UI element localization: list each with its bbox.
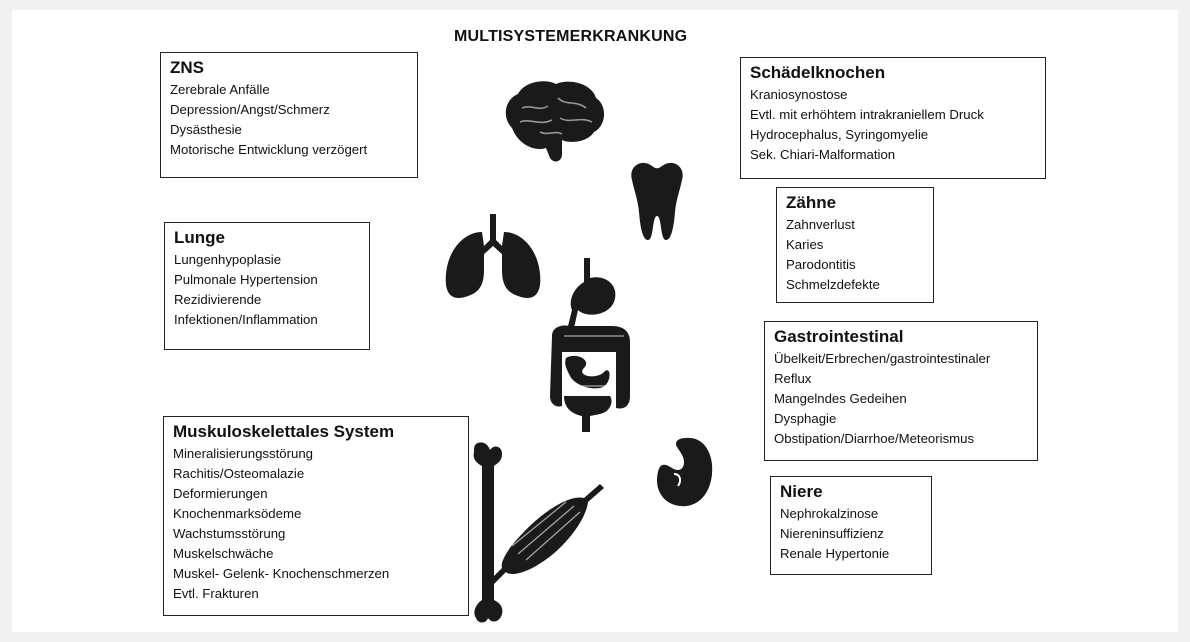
box-zaehne: Zähne Zahnverlust Karies Parodontitis Sc… — [776, 187, 934, 303]
list-item: Karies — [786, 237, 824, 252]
list-item: Deformierungen — [173, 486, 268, 501]
list-item: Nephrokalzinose — [780, 506, 879, 521]
tooth-icon — [628, 160, 686, 242]
box-niere: Niere Nephrokalzinose Niereninsuffizienz… — [770, 476, 932, 575]
box-heading: Niere — [780, 482, 823, 501]
box-heading: Lunge — [174, 228, 225, 247]
kidney-icon — [652, 434, 716, 510]
list-item: Muskel- Gelenk- Knochenschmerzen — [173, 566, 390, 581]
list-item: Infektionen/Inflammation — [174, 312, 318, 327]
list-item: Übelkeit/Erbrechen/gastrointestinaler — [774, 351, 991, 366]
muscle-icon — [490, 480, 608, 590]
list-item: Pulmonale Hypertension — [174, 272, 318, 287]
diagram-canvas: MULTISYSTEMERKRANKUNG ZNS Zerebrale Anfä… — [12, 10, 1178, 632]
list-item: Mineralisierungsstörung — [173, 446, 314, 461]
diagram-title: MULTISYSTEMERKRANKUNG — [454, 28, 688, 45]
list-item: Hydrocephalus, Syringomyelie — [750, 127, 929, 142]
list-item: Evtl. Frakturen — [173, 586, 259, 601]
box-heading: Schädelknochen — [750, 63, 886, 82]
digestive-system-icon — [540, 256, 636, 436]
box-heading: Muskuloskelettales System — [173, 422, 395, 441]
list-item: Niereninsuffizienz — [780, 526, 884, 541]
list-item: Kraniosynostose — [750, 87, 848, 102]
list-item: Rachitis/Osteomalazie — [173, 466, 305, 481]
list-item: Knochenmarksödeme — [173, 506, 302, 521]
list-item: Muskelschwäche — [173, 546, 274, 561]
list-item: Dysästhesie — [170, 122, 242, 137]
box-lunge: Lunge Lungenhypoplasie Pulmonale Hyperte… — [164, 222, 370, 350]
brain-icon — [500, 78, 608, 168]
list-item: Renale Hypertonie — [780, 546, 890, 561]
list-item: Schmelzdefekte — [786, 277, 880, 292]
list-item: Zerebrale Anfälle — [170, 82, 270, 97]
bone-icon — [468, 440, 508, 626]
box-schaedelknochen: Schädelknochen Kraniosynostose Evtl. mit… — [740, 57, 1046, 179]
list-item: Depression/Angst/Schmerz — [170, 102, 330, 117]
list-item: Lungenhypoplasie — [174, 252, 282, 267]
box-muskuloskelettal: Muskuloskelettales System Mineralisierun… — [163, 416, 469, 616]
box-heading: Gastrointestinal — [774, 327, 904, 346]
list-item: Dysphagie — [774, 411, 837, 426]
box-heading: ZNS — [170, 58, 204, 77]
list-item: Zahnverlust — [786, 217, 855, 232]
lungs-icon — [438, 210, 548, 306]
list-item: Wachstumsstörung — [173, 526, 286, 541]
list-item: Reflux — [774, 371, 812, 386]
list-item: Evtl. mit erhöhtem intrakraniellem Druck — [750, 107, 984, 122]
list-item: Sek. Chiari-Malformation — [750, 147, 896, 162]
box-zns: ZNS Zerebrale Anfälle Depression/Angst/S… — [160, 52, 418, 178]
list-item: Obstipation/Diarrhoe/Meteorismus — [774, 431, 975, 446]
list-item: Rezidivierende — [174, 292, 262, 307]
list-item: Motorische Entwicklung verzögert — [170, 142, 368, 157]
list-item: Parodontitis — [786, 257, 856, 272]
box-gastrointestinal: Gastrointestinal Übelkeit/Erbrechen/gast… — [764, 321, 1038, 461]
list-item: Mangelndes Gedeihen — [774, 391, 907, 406]
box-heading: Zähne — [786, 193, 837, 212]
